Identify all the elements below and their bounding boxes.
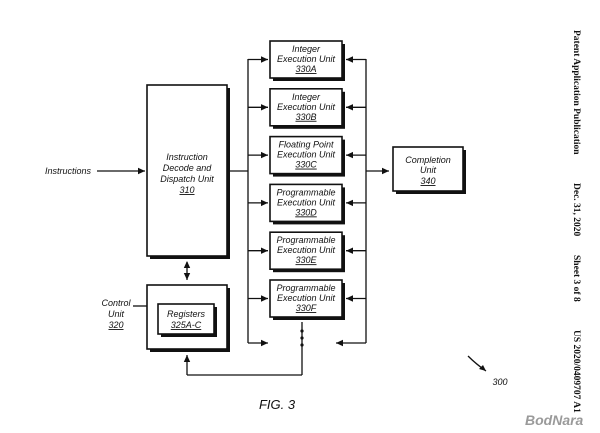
completion-unit-line2: Unit (420, 165, 437, 175)
instructions-label: Instructions (45, 166, 92, 176)
continuation-dots (300, 329, 304, 347)
completion-unit-box: Completion Unit 340 (392, 146, 466, 194)
registers-box: Registers 325A-C (157, 303, 217, 337)
dispatch-unit-line3: Dispatch Unit (160, 174, 214, 184)
control-unit-ref: 320 (108, 320, 123, 330)
figure-ref: 300 (492, 377, 507, 387)
execution-unit-line2: Execution Unit (277, 245, 336, 255)
execution-unit-ref: 330E (295, 255, 317, 265)
execution-unit-line2: Execution Unit (277, 293, 336, 303)
execution-unit-line1: Programmable (276, 235, 335, 245)
registers-label: Registers (167, 309, 206, 319)
execution-unit-ref: 330A (295, 64, 316, 74)
execution-unit-ref: 330C (295, 160, 317, 170)
execution-unit-line2: Execution Unit (277, 54, 336, 64)
dispatch-unit-line1: Instruction (166, 152, 208, 162)
header-date: Dec. 31, 2020 (571, 183, 581, 237)
execution-unit-line1: Programmable (276, 283, 335, 293)
header-number: US 2020/0409707 A1 (571, 330, 581, 413)
control-unit-line1: Control (101, 298, 131, 308)
execution-unit-ref: 330B (295, 112, 316, 122)
dispatch-unit-ref: 310 (179, 185, 194, 195)
figure-caption: FIG. 3 (259, 397, 296, 412)
dispatch-unit-line2: Decode and (163, 163, 213, 173)
execution-unit-ref: 330D (295, 207, 317, 217)
execution-unit-line2: Execution Unit (277, 197, 336, 207)
header-publication: Patent Application Publication (571, 30, 581, 155)
execution-unit-ref: 330F (296, 303, 317, 313)
registers-ref: 325A-C (171, 320, 202, 330)
completion-unit-line1: Completion (405, 155, 451, 165)
execution-unit-line2: Execution Unit (277, 150, 336, 160)
execution-unit-line1: Floating Point (278, 140, 334, 150)
execution-unit-line1: Programmable (276, 187, 335, 197)
control-unit-line2: Unit (108, 309, 125, 319)
execution-unit-line1: Integer (292, 92, 321, 102)
dispatch-unit-box: Instruction Decode and Dispatch Unit 310 (146, 84, 230, 259)
execution-unit-line2: Execution Unit (277, 102, 336, 112)
patent-header: Patent Application Publication Dec. 31, … (571, 30, 581, 413)
completion-unit-ref: 340 (420, 176, 435, 186)
figure-ref-arrowhead (479, 365, 486, 371)
watermark-logo: BodNara (525, 412, 584, 428)
execution-unit-line1: Integer (292, 44, 321, 54)
header-sheet: Sheet 3 of 8 (571, 255, 581, 302)
